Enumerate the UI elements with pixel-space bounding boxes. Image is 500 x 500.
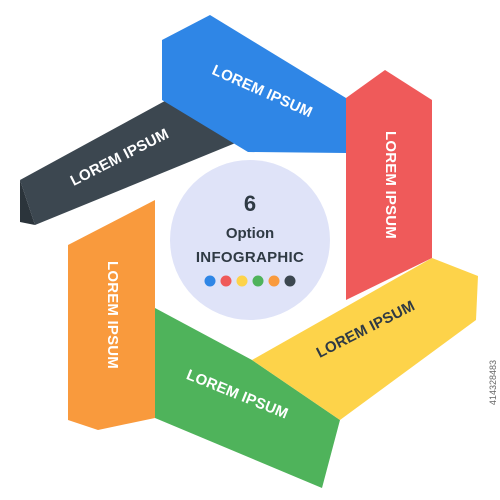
arm-yellow-body [252, 258, 478, 420]
arm-dark-body [20, 90, 255, 225]
color-dot [252, 275, 264, 287]
arm-orange: LOREM IPSUM [68, 200, 155, 430]
stock-id: 414328483 [488, 360, 498, 406]
center-badge: 6 Option INFOGRAPHIC [170, 160, 330, 320]
arm-yellow: LOREM IPSUM [252, 258, 478, 420]
arm-green-body [155, 308, 340, 488]
color-dot [284, 275, 296, 287]
arm-blue-body [162, 15, 346, 153]
arm-orange-body [68, 200, 155, 430]
arm-red: LOREM IPSUM [346, 70, 432, 300]
arm-red-body [346, 70, 432, 300]
color-dot [236, 275, 248, 287]
color-dots [204, 275, 296, 287]
color-dot [220, 275, 232, 287]
arm-red-label: LOREM IPSUM [382, 131, 399, 239]
center-subtitle: Option [226, 225, 274, 242]
color-dot [204, 275, 216, 287]
arm-orange-label: LOREM IPSUM [104, 261, 121, 369]
color-dot [268, 275, 280, 287]
arm-green: LOREM IPSUM [155, 308, 340, 488]
center-number: 6 [244, 191, 256, 216]
center-title: INFOGRAPHIC [196, 249, 304, 266]
arm-blue: LOREM IPSUM [162, 15, 346, 153]
